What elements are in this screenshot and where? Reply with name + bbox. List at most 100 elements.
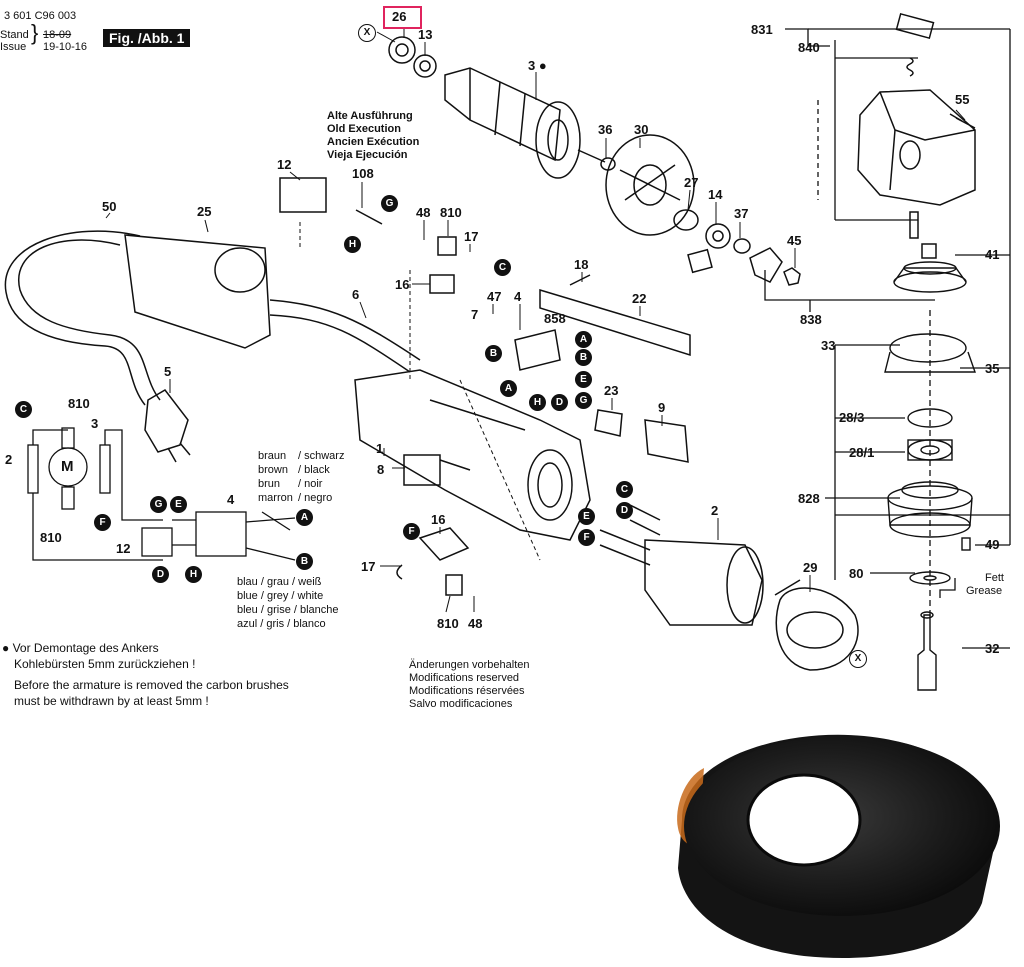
part-number-callout: 5 xyxy=(164,364,172,379)
part-number-callout: 12 xyxy=(277,157,292,172)
color-brown-fr: brun xyxy=(258,478,281,490)
connector-letter-marker: H xyxy=(344,236,361,253)
connector-letter-marker: G xyxy=(150,496,167,513)
connector-letter-marker: H xyxy=(529,394,546,411)
part-number-callout: 55 xyxy=(955,92,970,107)
brace-symbol: } xyxy=(31,20,39,45)
connector-letter-marker: D xyxy=(616,502,633,519)
part-number-callout: 14 xyxy=(708,187,723,202)
connector-letter-marker: A xyxy=(575,331,592,348)
old-execution-de: Alte Ausführung xyxy=(327,110,413,122)
part-number-callout: 840 xyxy=(798,40,820,55)
part-number-callout: 16 xyxy=(395,277,410,292)
modifications-en: Modifications reserved xyxy=(409,672,520,684)
spindle-stack xyxy=(884,261,976,691)
highlighted-part-box xyxy=(383,6,422,29)
part-number-callout: 838 xyxy=(800,312,822,327)
part-number-callout: 4 xyxy=(227,492,235,507)
part-number-callout: 50 xyxy=(102,199,117,214)
connector-letter-marker: F xyxy=(94,514,111,531)
color-blue-es: azul / gris / blanco xyxy=(237,618,326,630)
part-number-callout: 18 xyxy=(574,257,589,272)
old-execution-es: Vieja Ejecución xyxy=(327,149,408,161)
connector-letter-marker: G xyxy=(381,195,398,212)
part-number-callout: 831 xyxy=(751,22,773,37)
ring-hole xyxy=(746,773,862,867)
part-number-callout: 6 xyxy=(352,287,360,302)
connector-letter-marker: D xyxy=(152,566,169,583)
part-number-callout: 810 xyxy=(437,616,459,631)
part-number-callout: 9 xyxy=(658,400,666,415)
connector-letter-marker: E xyxy=(578,508,595,525)
connector-letter-marker: E xyxy=(170,496,187,513)
color-black-de: / schwarz xyxy=(298,450,345,462)
part-number-callout: 23 xyxy=(604,383,619,398)
part-number-callout: 25 xyxy=(197,204,212,219)
color-blue-en: blue / grey / white xyxy=(237,590,324,602)
part-number-callout: 12 xyxy=(116,541,131,556)
connector-letter-marker: H xyxy=(185,566,202,583)
armature xyxy=(388,36,616,179)
color-brown-es: marron xyxy=(258,492,293,504)
color-blue-de: blau / grau / weiß xyxy=(237,576,322,588)
motor-symbol: M xyxy=(61,458,74,475)
part-number-callout: 45 xyxy=(787,233,802,248)
connector-letter-marker: E xyxy=(575,371,592,388)
footnote-line-1: ● Vor Demontage des Ankers xyxy=(2,641,159,655)
field-coil xyxy=(599,504,764,626)
part-number-callout: 810 xyxy=(40,530,62,545)
part-number-callout: 2 xyxy=(5,452,13,467)
part-number-callout: 108 xyxy=(352,166,374,181)
color-black-es: / negro xyxy=(298,492,333,504)
color-brown-de: braun xyxy=(258,450,287,462)
connector-letter-marker: B xyxy=(296,553,313,570)
part-number-callout: 858 xyxy=(544,311,566,326)
part-number-callout: 13 xyxy=(418,27,433,42)
stand-label: Stand xyxy=(0,29,29,41)
color-blue-fr: bleu / grise / blanche xyxy=(237,604,339,616)
old-execution-fr: Ancien Exécution xyxy=(327,136,420,148)
part-number-callout: 828 xyxy=(798,491,820,506)
fett-label: Fett xyxy=(985,572,1004,584)
connector-letter-marker: C xyxy=(616,481,633,498)
modifications-es: Salvo modificaciones xyxy=(409,698,513,710)
fan-and-bearings xyxy=(605,134,801,286)
issue-label: Issue xyxy=(0,41,27,53)
part-number-callout: 16 xyxy=(431,512,446,527)
part-number-callout: 1 xyxy=(376,441,384,456)
color-black-fr: / noir xyxy=(298,478,323,490)
part-number-callout: 48 xyxy=(416,205,431,220)
connector-letter-marker: F xyxy=(578,529,595,546)
part-number-callout: 49 xyxy=(985,537,1000,552)
right-bracket-lines xyxy=(764,28,1011,649)
part-number-callout: 810 xyxy=(440,205,462,220)
part-number-callout: 36 xyxy=(598,122,613,137)
gear-housing xyxy=(857,12,976,259)
rubber-ring-photo xyxy=(677,734,1000,958)
part-number-callout: 30 xyxy=(634,122,649,137)
connector-letter-marker: C xyxy=(15,401,32,418)
part-number-callout: 32 xyxy=(985,641,1000,656)
connector-letter-marker: F xyxy=(403,523,420,540)
footnote-line-2: Kohlebürsten 5mm zurückziehen ! xyxy=(14,657,196,671)
part-number-callout: 7 xyxy=(471,307,479,322)
part-number-callout: 29 xyxy=(803,560,818,575)
part-number-callout: 28/1 xyxy=(849,445,875,460)
connector-letter-marker: A xyxy=(296,509,313,526)
grease-label: Grease xyxy=(966,585,1003,597)
part-number-callout: 17 xyxy=(464,229,479,244)
part-number-callout: 22 xyxy=(632,291,647,306)
part-number-callout: 48 xyxy=(468,616,483,631)
part-number-callout: 41 xyxy=(985,247,1000,262)
part-number-callout: 37 xyxy=(734,206,749,221)
part-number-callout: 27 xyxy=(684,175,699,190)
footnote-line-3: Before the armature is removed the carbo… xyxy=(14,678,289,692)
connector-letter-marker: B xyxy=(575,349,592,366)
issue-date: 19-10-16 xyxy=(43,41,88,53)
connector-letter-marker: A xyxy=(500,380,517,397)
part-number-callout: 33 xyxy=(821,338,836,353)
document-number: 3 601 C96 003 xyxy=(4,10,77,22)
wiring-schematic xyxy=(27,427,296,561)
